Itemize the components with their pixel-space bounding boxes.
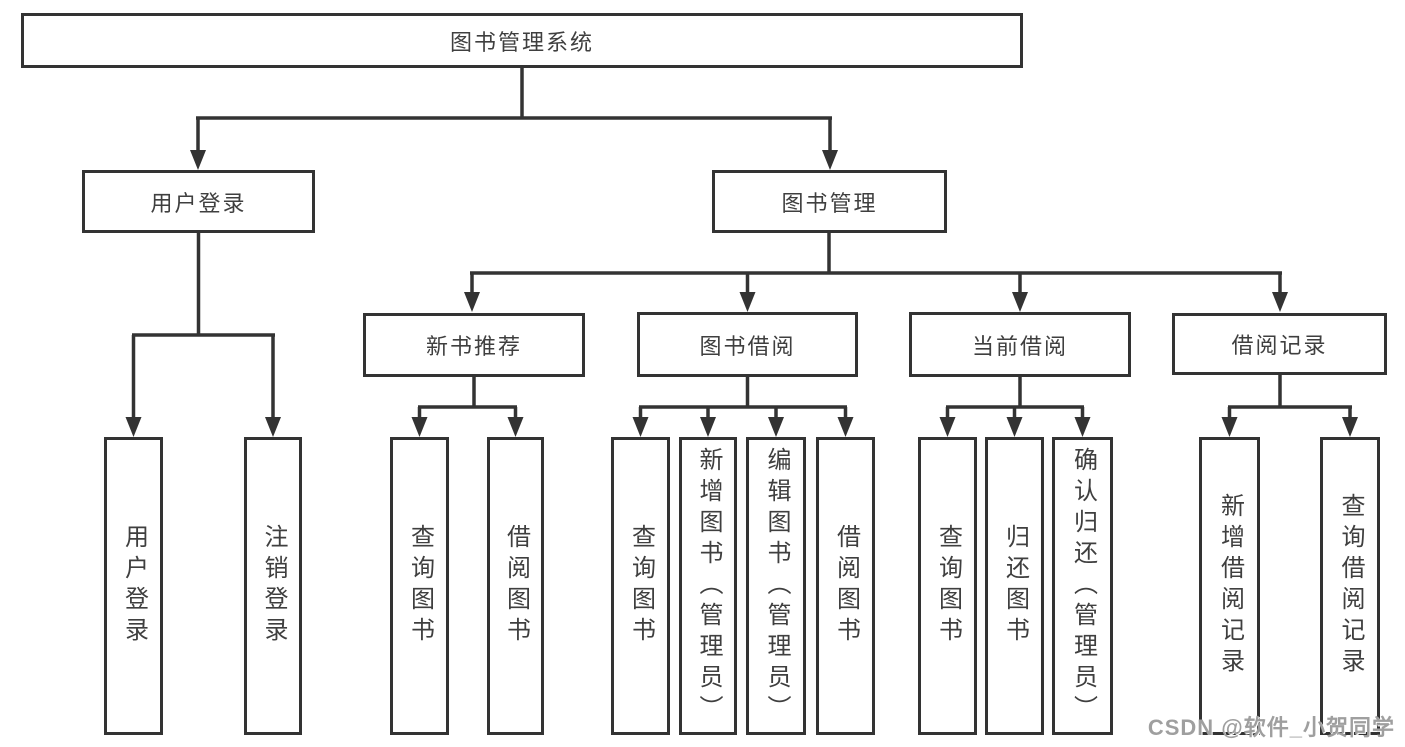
node-new-book-recommend: 新书推荐 bbox=[363, 313, 585, 377]
leaf-add-books-admin: 新增图书（管理员） bbox=[679, 437, 737, 735]
leaf-recommend-query-books: 查询图书 bbox=[390, 437, 449, 735]
node-book-borrow: 图书借阅 bbox=[637, 312, 858, 377]
csdn-watermark: CSDN @软件_小贺同学 bbox=[1147, 715, 1395, 740]
leaf-borrow-query-books: 查询图书 bbox=[611, 437, 670, 735]
leaf-recommend-borrow-books: 借阅图书 bbox=[487, 437, 544, 735]
leaf-confirm-return-admin: 确认归还（管理员） bbox=[1052, 437, 1113, 735]
node-borrow-records: 借阅记录 bbox=[1172, 313, 1387, 375]
leaf-add-borrow-record: 新增借阅记录 bbox=[1199, 437, 1260, 735]
leaf-return-books: 归还图书 bbox=[985, 437, 1044, 735]
node-root-title: 图书管理系统 bbox=[21, 13, 1023, 68]
leaf-borrow-books: 借阅图书 bbox=[816, 437, 875, 735]
leaf-current-query-books: 查询图书 bbox=[918, 437, 977, 735]
leaf-edit-books-admin: 编辑图书（管理员） bbox=[746, 437, 806, 735]
leaf-user-login: 用户登录 bbox=[104, 437, 163, 735]
node-current-borrow: 当前借阅 bbox=[909, 312, 1131, 377]
leaf-query-borrow-record: 查询借阅记录 bbox=[1320, 437, 1380, 735]
leaf-logout: 注销登录 bbox=[244, 437, 302, 735]
node-book-management: 图书管理 bbox=[712, 170, 947, 233]
node-user-login: 用户登录 bbox=[82, 170, 315, 233]
